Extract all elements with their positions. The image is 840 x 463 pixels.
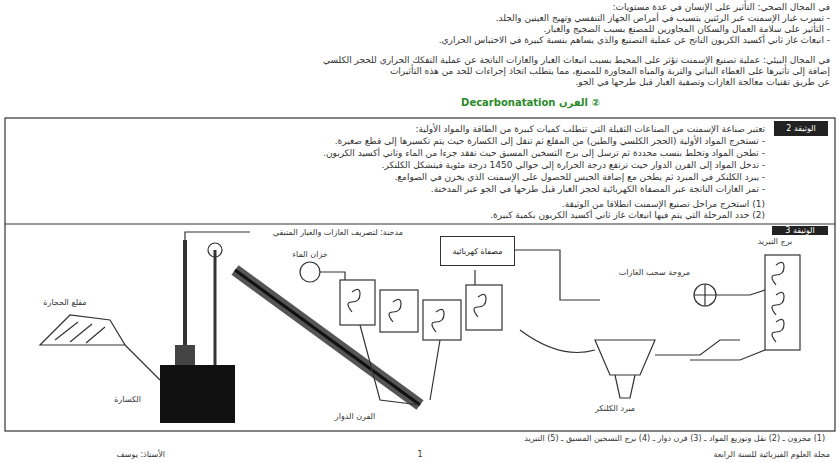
text-label: مجلة العلوم الفيزيائية للسنة الرابعة bbox=[540, 450, 830, 459]
text-label: مدخنة: لتصريف الغازات والغبار المتبقي bbox=[255, 228, 405, 237]
text-label: - تطحن المواد وتخلط بنسب محددة ثم ترسل إ… bbox=[15, 148, 765, 158]
pipe bbox=[474, 270, 475, 285]
text-label: الكسارة bbox=[100, 395, 155, 404]
text-label: الأستاذ: يوسف bbox=[15, 450, 165, 459]
text-label: - التأثير على سلامة العمال والسكان المجا… bbox=[250, 24, 830, 34]
text-label: - تستخرج المواد الأولية (الحجر الكلسي وا… bbox=[15, 136, 765, 146]
pipe bbox=[515, 250, 600, 300]
fan-symbol bbox=[694, 284, 765, 306]
pipe bbox=[214, 250, 217, 365]
text-label: برج التبريد bbox=[735, 237, 815, 246]
hopper bbox=[175, 345, 195, 365]
text-label: تعتبر صناعة الإسمنت من الصناعات الثقيلة … bbox=[15, 124, 765, 134]
text-label: - تسرب غبار الإسمنت عبر الرئتين يتسبب في… bbox=[250, 13, 830, 23]
node-text: الوثيقة 2 bbox=[777, 124, 825, 133]
text-label: (2) حدد المرحلة التي يتم فيها انبعاث غاز… bbox=[15, 210, 765, 220]
rotary-kiln bbox=[235, 270, 420, 405]
document-tag: الوثيقة 2 bbox=[774, 121, 828, 136]
text-label: الوثيقة 3 bbox=[772, 226, 828, 235]
divider-line bbox=[5, 223, 835, 224]
text-label: 1 bbox=[405, 450, 435, 459]
text-label: عن طريق تقنيات معالجة الغازات وتصفية الغ… bbox=[15, 77, 830, 87]
node-text: مصفاة كهربائية bbox=[444, 247, 511, 256]
text-label: في المجال الصحي: التأثير على الإنسان في … bbox=[250, 2, 830, 12]
cooling-tower bbox=[690, 255, 800, 360]
text-label: في المجال البيئي: عملية تصنيع الإسمنت تؤ… bbox=[15, 55, 830, 65]
valve bbox=[208, 243, 222, 257]
text-label: - يبرد الكلنكر في المبرد ثم يطحن مع إضاف… bbox=[15, 172, 765, 182]
water-tank bbox=[300, 262, 320, 282]
silos bbox=[340, 280, 502, 405]
pipe bbox=[185, 232, 250, 240]
text-label: - تدخل المواد إلى الفرن الدوار حيث ترتفع… bbox=[15, 160, 765, 170]
text-label: مقلع الحجارة bbox=[25, 298, 105, 307]
text-label: إضافة إلى تأثيرها على الغطاء النباتي وال… bbox=[15, 66, 830, 76]
quarry-symbol bbox=[40, 315, 160, 380]
text-label: - انبعاث غاز ثاني أكسيد الكربون الناتج ع… bbox=[250, 35, 830, 45]
text-label: خزان الماء bbox=[280, 250, 340, 259]
text-label: ② الفرن Decarbonatation bbox=[380, 97, 600, 109]
text-label: الفرن الدوار bbox=[310, 412, 400, 421]
crusher-block bbox=[160, 365, 235, 423]
rotary-kiln-core bbox=[235, 270, 420, 405]
text-label: (1) مخزون ـ (2) نقل وتوزيع المواد ـ (3) … bbox=[15, 434, 825, 443]
text-label: (1) استخرج مراحل تصنيع الإسمنت انطلاقا م… bbox=[15, 199, 765, 209]
text-label: مروحة سحب الغازات bbox=[612, 268, 692, 277]
filter-box: مصفاة كهربائية bbox=[440, 236, 515, 266]
cyclone-hoppers bbox=[520, 330, 740, 398]
section-frame bbox=[5, 118, 835, 431]
text-label: - تمر الغازات الناتجة عبر المصفاة الكهرب… bbox=[15, 184, 765, 194]
text-label: مبرد الكلنكر bbox=[570, 404, 660, 413]
